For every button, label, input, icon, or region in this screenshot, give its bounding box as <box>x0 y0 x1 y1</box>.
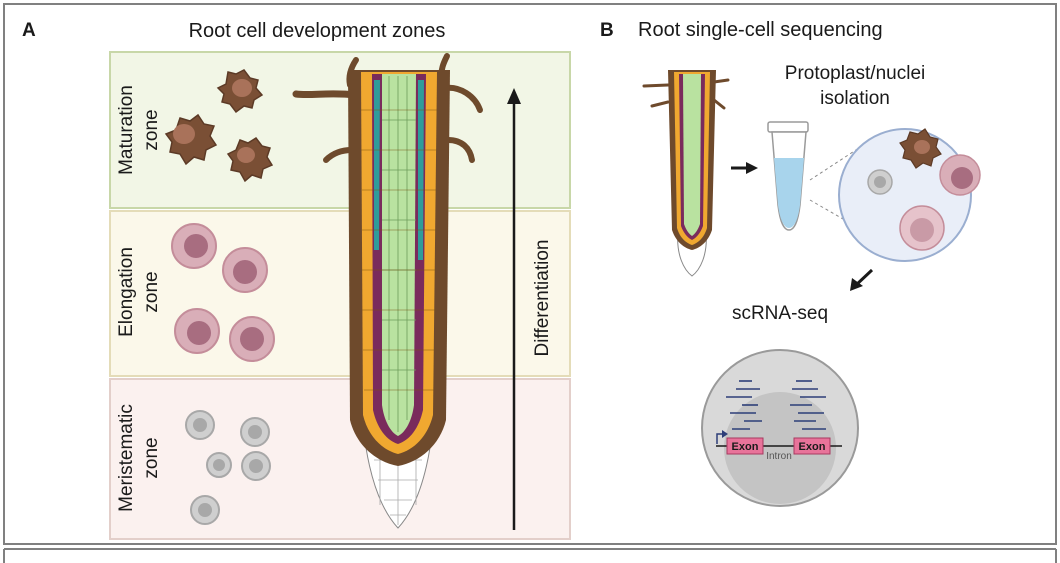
meristematic-zone-band <box>109 378 571 540</box>
promoter-arrow-icon <box>716 433 724 444</box>
sequencing-reads <box>726 380 826 430</box>
differentiation-arrow-head <box>507 88 521 104</box>
panel-b-letter: B <box>600 20 614 41</box>
isolation-label-1: Protoplast/nuclei <box>785 63 925 84</box>
meristematic-zone-label-2: zone <box>141 437 162 478</box>
maturation-zone-label-2: zone <box>141 109 162 150</box>
panel-a-letter: A <box>22 20 36 41</box>
elongating-cell <box>222 247 268 293</box>
exon-label-2: Exon <box>799 441 826 453</box>
meristem-cell <box>190 495 220 525</box>
root-illustration <box>292 53 483 529</box>
scrna-seq-label: scRNA-seq <box>732 303 828 324</box>
intron-label: Intron <box>766 451 792 462</box>
exon-label-1: Exon <box>732 441 759 453</box>
elongation-zone-label-2: zone <box>141 271 162 312</box>
meristem-cell <box>206 452 232 478</box>
elongating-cell <box>171 223 217 269</box>
exon-box-1 <box>726 437 764 455</box>
meristem-cell <box>240 417 270 447</box>
mature-cell <box>216 69 264 114</box>
panel-b-title: Root single-cell sequencing <box>638 19 883 41</box>
meristem-cell <box>185 410 215 440</box>
sequencing-cell <box>701 349 859 507</box>
elongation-zone-label-1: Elongation <box>116 247 137 337</box>
magnified-cell-view <box>838 128 981 262</box>
small-root-illustration <box>642 70 730 277</box>
panel-a-title: Root cell development zones <box>189 20 446 42</box>
differentiation-label: Differentiation <box>532 240 553 357</box>
meristematic-zone-label-1: Meristematic <box>116 404 137 512</box>
exon-box-2 <box>793 437 831 455</box>
microcentrifuge-tube <box>767 121 809 231</box>
elongating-cell <box>229 316 275 362</box>
elongating-cell <box>174 308 220 354</box>
mature-cell <box>164 113 218 166</box>
meristem-cell <box>241 451 271 481</box>
isolation-label-2: isolation <box>820 88 890 109</box>
mature-cell <box>226 136 274 183</box>
maturation-zone-label-1: Maturation <box>116 85 137 175</box>
